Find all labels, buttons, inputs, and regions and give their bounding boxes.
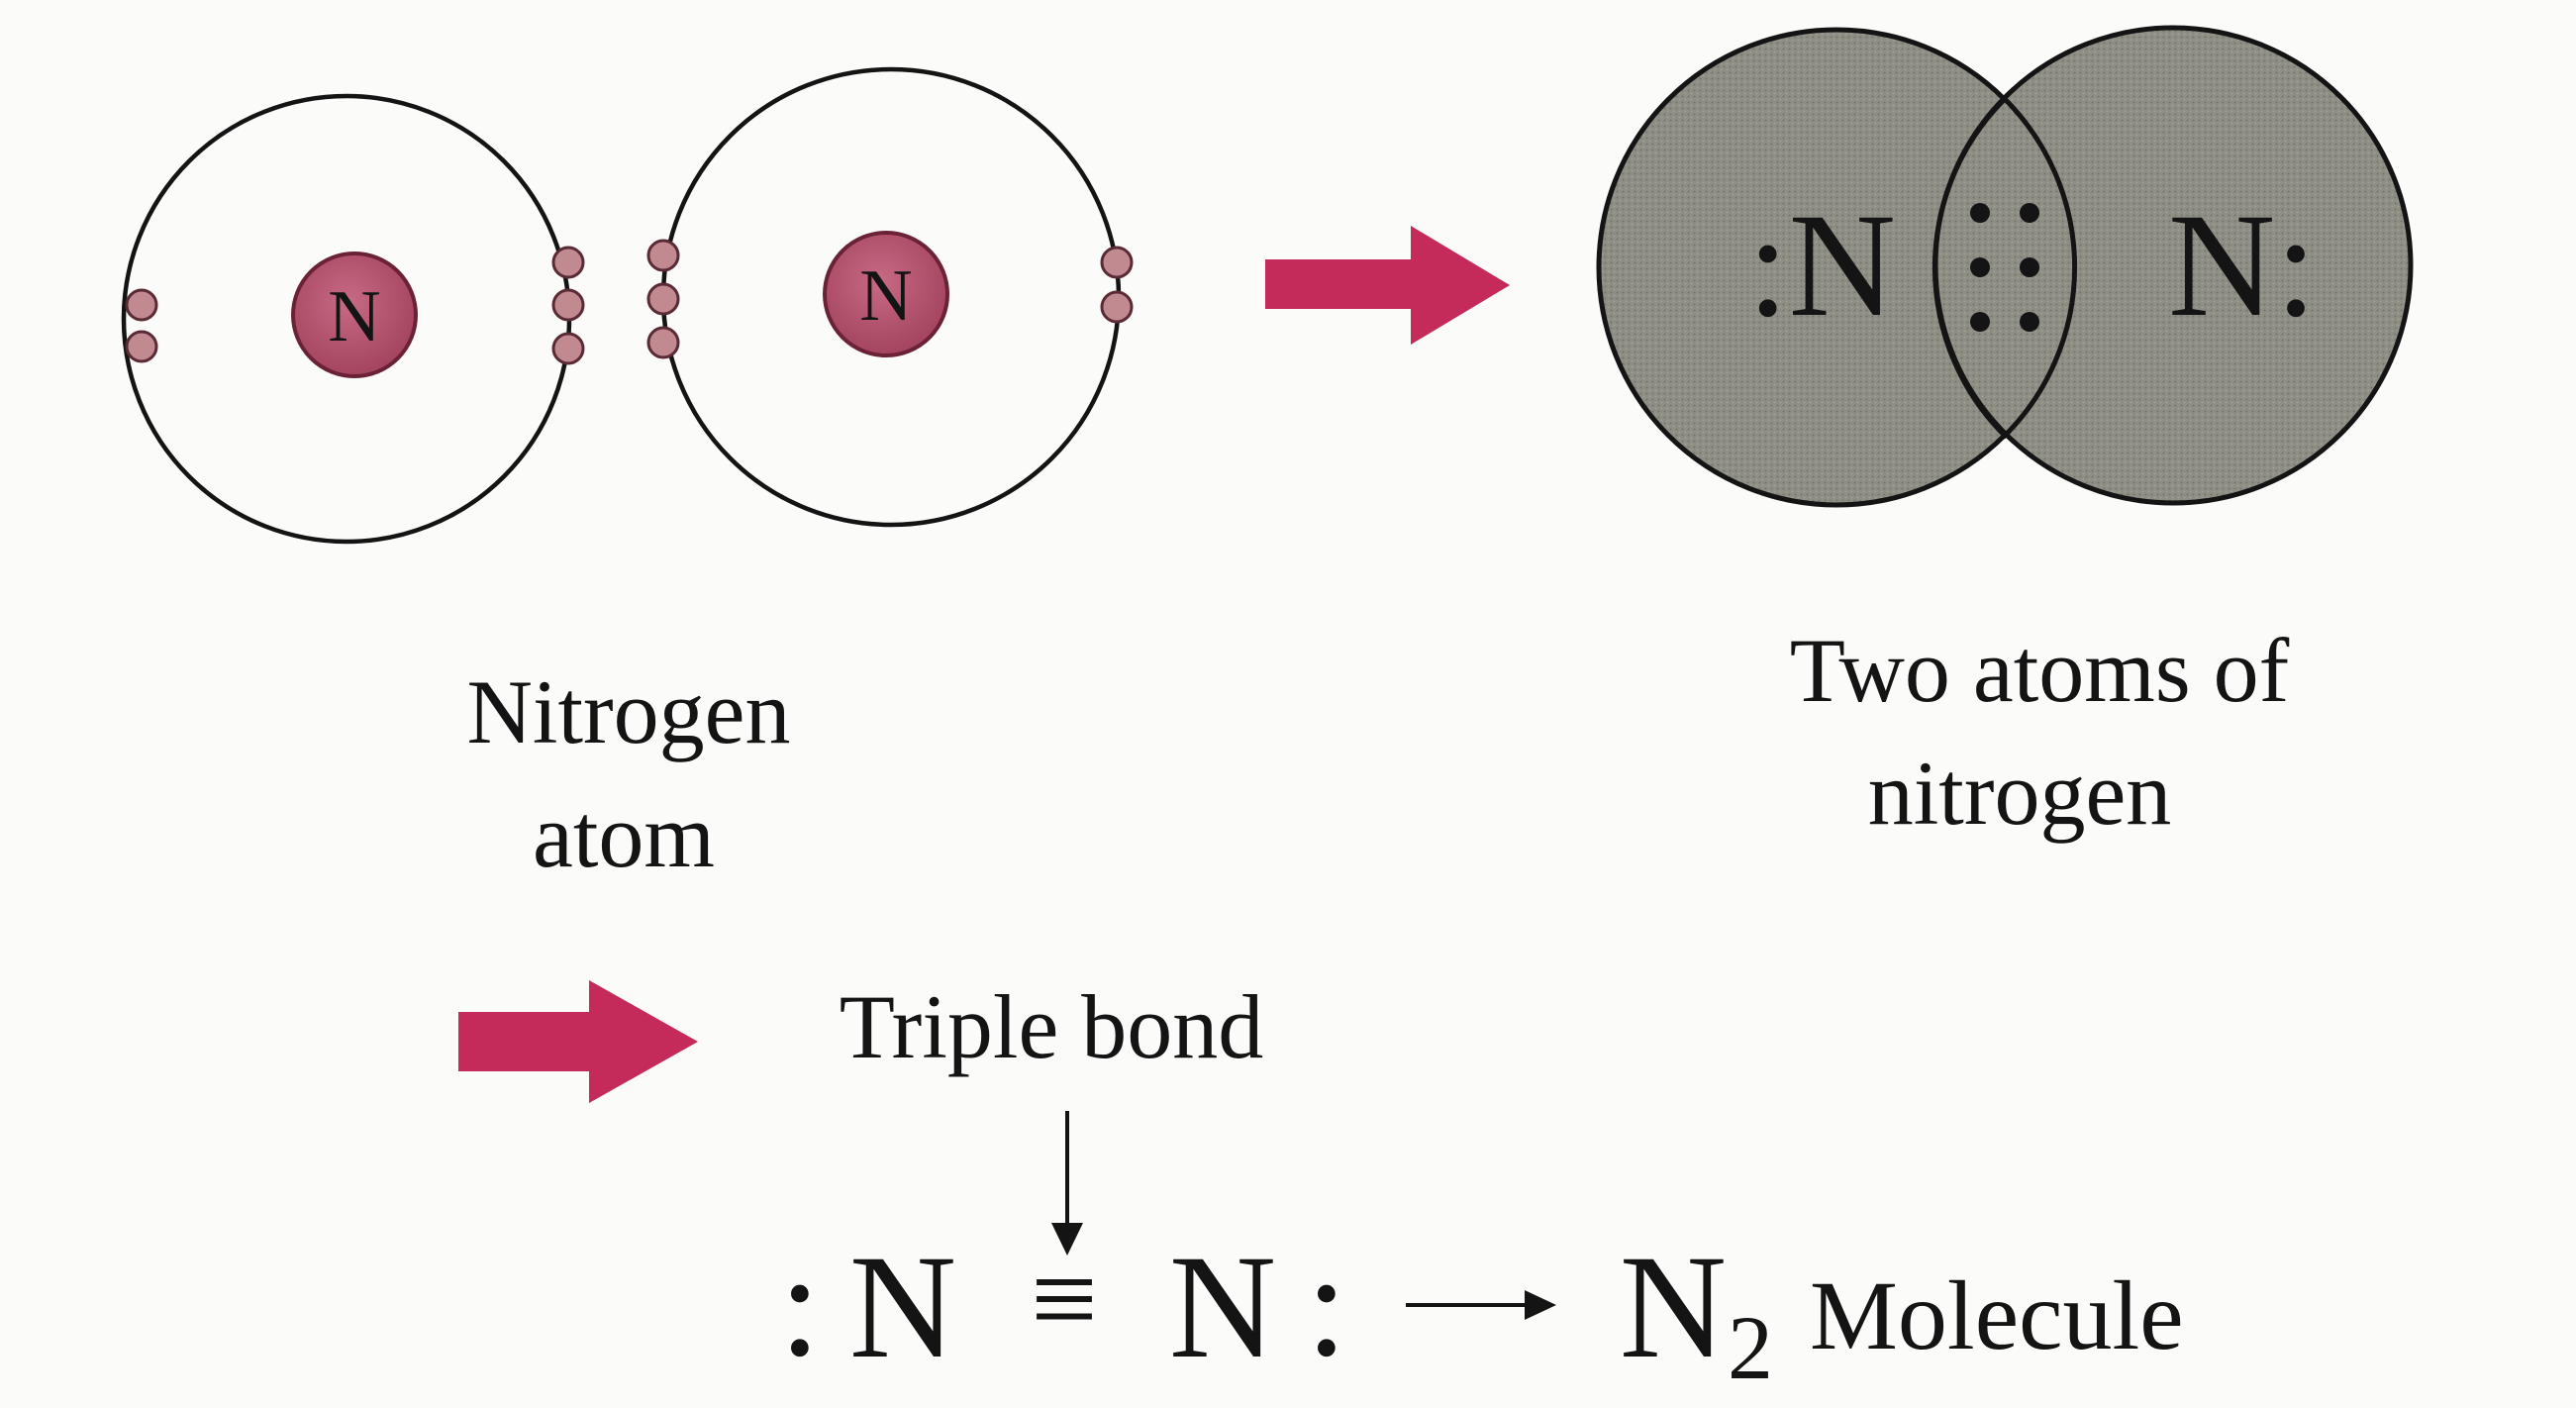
- molecule-left-symbol: :N: [1747, 183, 1896, 348]
- nucleus-symbol: N: [328, 276, 380, 357]
- pointer-arrow-icon: [1051, 1111, 1083, 1256]
- n2-formula: : N ≡ N :: [779, 1223, 1347, 1389]
- product-subscript: 2: [1728, 1297, 1773, 1398]
- triple-bond-label: Triple bond: [840, 976, 1264, 1077]
- product-symbol: N: [1620, 1225, 1727, 1389]
- nucleus-icon: N: [823, 231, 949, 357]
- process-arrow-icon: [1265, 226, 1510, 345]
- shared-electrons: [1970, 203, 2039, 332]
- product-name: Molecule: [1810, 1260, 2184, 1370]
- molecule-caption-line2: nitrogen: [1868, 743, 2172, 844]
- process-arrow-icon: [458, 980, 698, 1103]
- nitrogen-atom-right: N: [646, 66, 1134, 528]
- yields-arrow-icon: [1406, 1290, 1556, 1320]
- atom-caption-line2: atom: [533, 785, 715, 886]
- atom-caption-line1: Nitrogen: [466, 661, 790, 762]
- formula-right-dots: :: [1306, 1223, 1347, 1387]
- formula-left-atom: N: [849, 1225, 956, 1389]
- overlap-molecule: :N N:: [1596, 25, 2414, 508]
- nitrogen-atom-left: N: [121, 93, 585, 545]
- nucleus-icon: N: [291, 251, 418, 378]
- molecule-caption-line1: Two atoms of: [1790, 620, 2290, 721]
- nucleus-symbol: N: [859, 255, 912, 337]
- overlap-lens: [1932, 95, 2078, 440]
- electron-dot-icon: [125, 246, 585, 365]
- electron-dot-icon: [646, 239, 1134, 359]
- triple-bond-symbol: ≡: [1031, 1233, 1098, 1364]
- formula-left-dots: :: [779, 1223, 821, 1387]
- formula-right-atom: N: [1169, 1225, 1276, 1389]
- molecule-right-symbol: N:: [2168, 183, 2317, 348]
